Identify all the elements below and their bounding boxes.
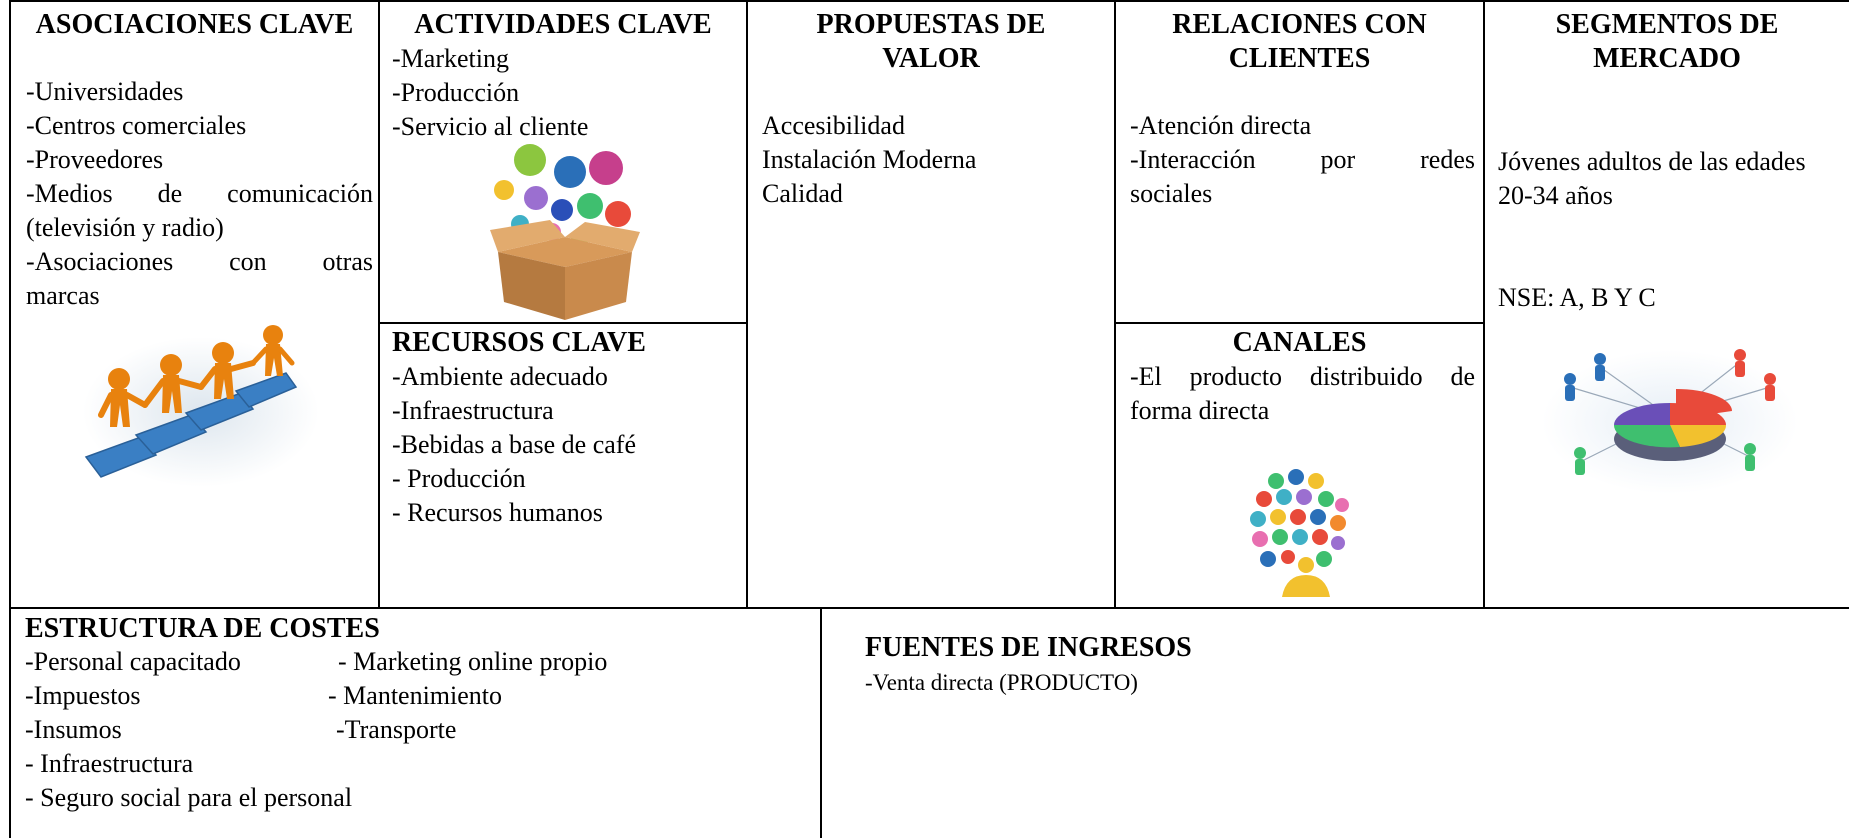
social-network-head-icons-icon [1250,469,1349,597]
asociaciones-item: marcas [26,281,100,310]
propuestas-list: Accesibilidad Instalación Moderna Calida… [762,109,976,211]
costes-item: - Mantenimiento [328,681,503,710]
outer-frame [9,0,1849,838]
recursos-item: -Infraestructura [392,396,554,425]
fuentes-ingresos-cell: FUENTES DE INGRESOS -Venta directa (PROD… [822,609,1849,838]
divider-v4 [1483,0,1485,608]
recursos-clave-cell: RECURSOS CLAVE -Ambiente adecuado -Infra… [380,324,746,607]
actividades-title: ACTIVIDADES CLAVE [414,9,712,40]
asociaciones-item: -Centros comerciales [26,111,247,140]
propuestas-item: Accesibilidad [762,111,905,140]
actividades-clave-cell: ACTIVIDADES CLAVE -Marketing -Producción… [380,2,746,322]
segmentos-line-1: Jóvenes adultos de las edades [1498,147,1806,176]
recursos-item: - Producción [392,464,526,493]
divider-h-rel [1114,322,1484,324]
estructura-costes-cell: ESTRUCTURA DE COSTES -Personal capacitad… [11,609,820,838]
propuestas-title-1: PROPUESTAS DE [816,9,1046,40]
asociaciones-list: -Universidades -Centros comerciales -Pro… [26,75,373,313]
segmentos-title-1: SEGMENTOS DE [1555,9,1779,40]
propuestas-title-2: VALOR [882,43,980,74]
recursos-list: -Ambiente adecuado -Infraestructura -Beb… [392,360,636,530]
propuestas-valor-cell: PROPUESTAS DE VALOR Accesibilidad Instal… [748,2,1114,607]
asociaciones-item: -Universidades [26,77,184,106]
divider-v3 [1114,0,1116,608]
costes-item: - Seguro social para el personal [25,783,353,812]
costes-item: - Marketing online propio [338,647,608,676]
relaciones-clientes-cell: RELACIONES CON CLIENTES -Atención direct… [1116,2,1483,322]
divider-v-bottom [820,608,822,838]
segmentos-nse: NSE: A, B Y C [1498,283,1656,312]
recursos-item: -Ambiente adecuado [392,362,608,391]
divider-h-act [378,322,748,324]
box-with-app-icons-icon [490,144,640,320]
costes-item: - Infraestructura [25,749,194,778]
costes-col-2: - Marketing online propio - Mantenimient… [328,645,608,747]
recursos-title: RECURSOS CLAVE [392,327,646,358]
actividades-item: -Producción [392,78,520,107]
ingresos-title: FUENTES DE INGRESOS [865,632,1192,663]
asociaciones-clave-cell: ASOCIACIONES CLAVE -Universidades -Centr… [11,2,378,607]
actividades-list: -Marketing -Producción -Servicio al clie… [392,42,588,144]
actividades-item: -Marketing [392,44,509,73]
propuestas-item: Calidad [762,179,843,208]
segmentos-line-2: 20-34 años [1498,181,1613,210]
propuestas-item: Instalación Moderna [762,145,977,174]
people-holding-hands-puzzle-icon [83,325,319,487]
costes-item: -Impuestos [25,681,141,710]
costes-item: -Insumos [25,715,122,744]
costes-title: ESTRUCTURA DE COSTES [25,613,380,644]
divider-top [9,0,1849,2]
actividades-item: -Servicio al cliente [392,112,589,141]
divider-mid [9,607,1849,609]
costes-col-1: -Personal capacitado -Impuestos -Insumos… [25,645,352,815]
relaciones-item: sociales [1130,179,1213,208]
segmentos-title-2: MERCADO [1593,43,1741,74]
canales-item: forma directa [1130,396,1270,425]
pie-chart-people-network-icon [1542,349,1798,494]
recursos-item: - Recursos humanos [392,498,603,527]
asociaciones-item: (televisión y radio) [26,213,224,242]
asociaciones-item: -Proveedores [26,145,164,174]
relaciones-title-1: RELACIONES CON [1172,9,1427,40]
ingresos-item: -Venta directa (PRODUCTO) [865,670,1138,695]
divider-v1 [378,0,380,608]
relaciones-item: -Atención directa [1130,111,1312,140]
divider-v2 [746,0,748,608]
segmentos-mercado-cell: SEGMENTOS DE MERCADO Jóvenes adultos de … [1485,2,1849,607]
asociaciones-title: ASOCIACIONES CLAVE [35,9,354,40]
costes-item: -Transporte [336,715,457,744]
relaciones-title-2: CLIENTES [1228,43,1371,74]
recursos-item: -Bebidas a base de café [392,430,636,459]
costes-item: -Personal capacitado [25,647,241,676]
canales-title: CANALES [1232,327,1367,358]
